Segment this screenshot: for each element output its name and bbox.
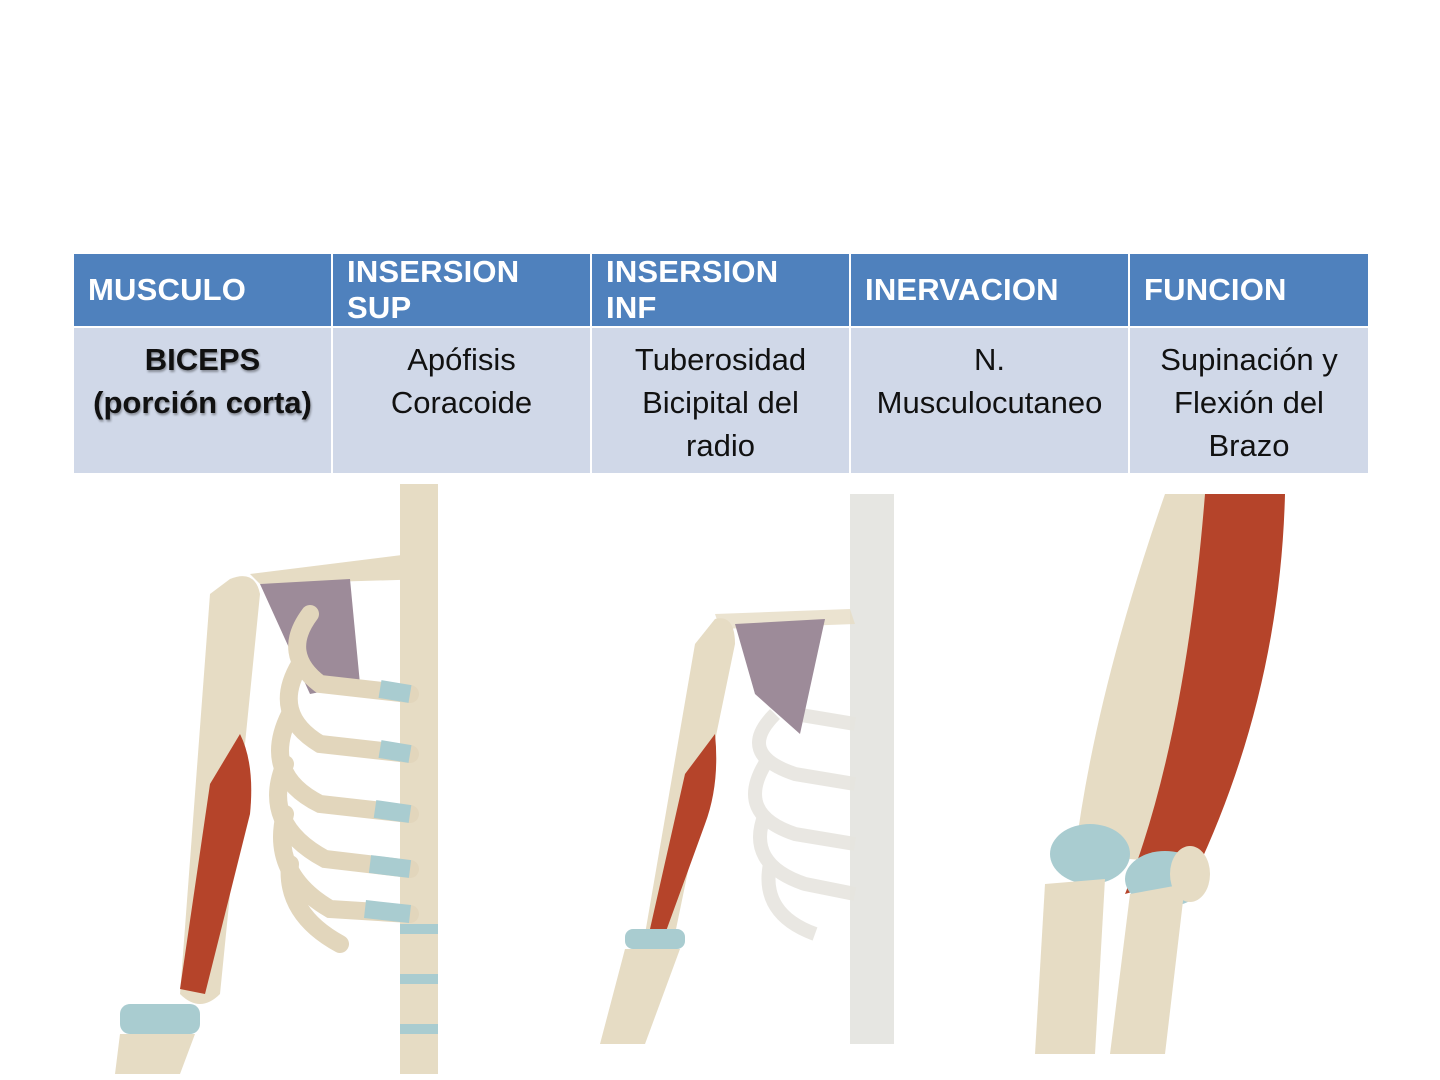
- cell-funcion: Supinación y Flexión del Brazo: [1128, 326, 1370, 475]
- cell-text: Bicipital del: [642, 385, 799, 420]
- cell-text: Brazo: [1208, 428, 1290, 463]
- cell-inervacion: N. Musculocutaneo: [849, 326, 1130, 475]
- cell-text: Flexión del: [1174, 385, 1324, 420]
- anatomy-figure-elbow-closeup: [1035, 494, 1285, 1054]
- header-inervacion: INERVACION: [849, 252, 1130, 328]
- cell-text: Coracoide: [390, 385, 533, 420]
- header-funcion: FUNCION: [1128, 252, 1370, 328]
- table-row: BICEPS (porción corta) Apófisis Coracoid…: [72, 326, 1370, 475]
- header-musculo: MUSCULO: [72, 252, 333, 328]
- cell-insersion-sup: Apófisis Coracoide: [331, 326, 592, 475]
- muscle-name: BICEPS: [144, 342, 261, 377]
- muscle-table: MUSCULO INSERSION SUP INSERSION INF INER…: [72, 252, 1370, 475]
- cell-text: Supinación y: [1160, 342, 1338, 377]
- cell-text: N.: [974, 342, 1005, 377]
- table-header-row: MUSCULO INSERSION SUP INSERSION INF INER…: [72, 252, 1370, 328]
- cell-text: Tuberosidad: [634, 342, 807, 377]
- header-insersion-inf: INSERSION INF: [590, 252, 851, 328]
- cell-text: Musculocutaneo: [876, 385, 1103, 420]
- muscle-portion: (porción corta): [93, 385, 312, 420]
- anatomy-figure-translucent-ribcage: [600, 494, 894, 1044]
- cell-text: Apófisis: [407, 342, 516, 377]
- cell-insersion-inf: Tuberosidad Bicipital del radio: [590, 326, 851, 475]
- cell-musculo: BICEPS (porción corta): [72, 326, 333, 475]
- cell-text: radio: [686, 428, 755, 463]
- header-insersion-sup: INSERSION SUP: [331, 252, 592, 328]
- anatomy-figure-thorax-arm: [115, 484, 438, 1074]
